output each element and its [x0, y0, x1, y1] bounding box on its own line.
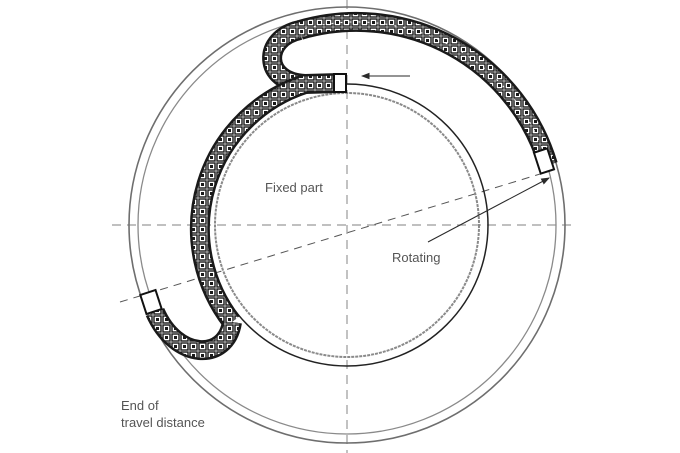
rotating-arrow: [427, 177, 550, 243]
energy-chain-inner-run: [189, 74, 309, 329]
energy-chain-outer-run: [297, 11, 558, 168]
end-bracket: [139, 288, 163, 316]
end-of-travel-label-line2: travel distance: [121, 415, 205, 430]
centerlines: [112, 0, 575, 453]
energy-chain-lower-bend: [145, 307, 242, 360]
mounting-brackets: [139, 73, 556, 316]
rotating-label: Rotating: [392, 250, 441, 265]
arrows: [360, 72, 550, 243]
end-of-travel-label-line1: End of: [121, 398, 159, 413]
outer-mounting-bracket: [532, 147, 556, 175]
fixed-part-label: Fixed part: [265, 180, 323, 195]
inner-mounting-bracket: [333, 73, 347, 93]
